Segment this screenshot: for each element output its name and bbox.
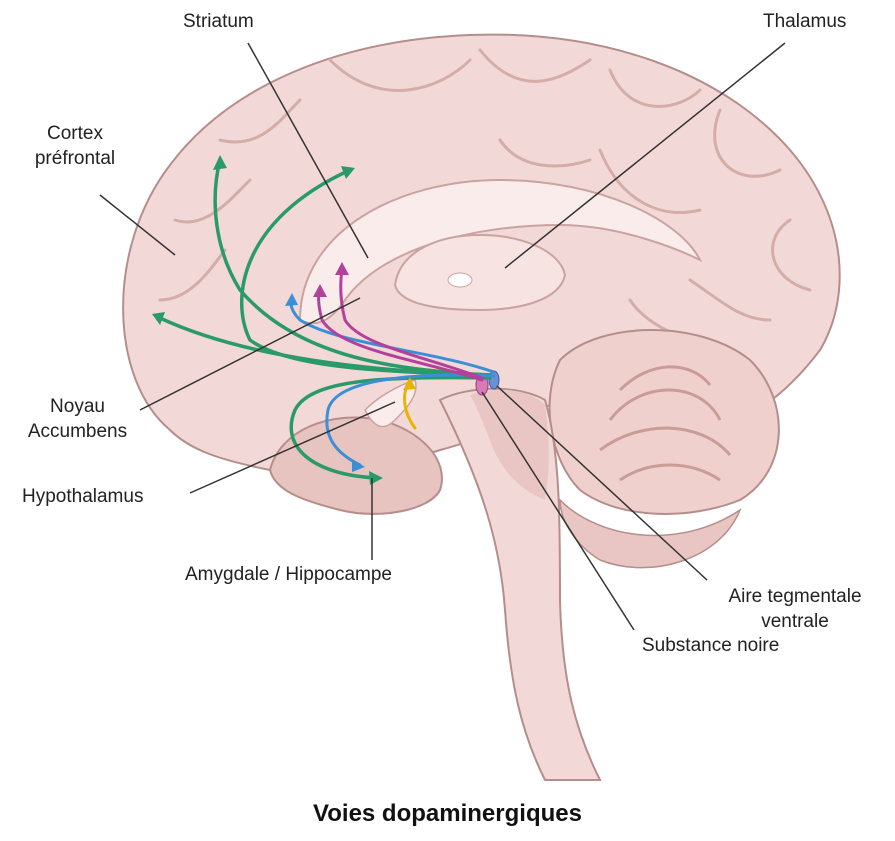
label-striatum: Striatum <box>183 10 254 35</box>
label-substance-noire: Substance noire <box>642 634 779 659</box>
label-aire-line1: Aire tegmentale <box>700 585 890 610</box>
label-amygdale-hippocampe: Amygdale / Hippocampe <box>185 563 392 588</box>
label-noyau-line2: Accumbens <box>15 420 140 445</box>
figure-caption: Voies dopaminergiques <box>0 800 895 828</box>
label-cortex-line1: Cortex <box>10 122 140 147</box>
label-aire-line2: ventrale <box>700 610 890 635</box>
label-noyau-line1: Noyau <box>15 395 140 420</box>
label-aire-tegmentale-ventrale: Aire tegmentale ventrale <box>700 585 890 634</box>
label-thalamus: Thalamus <box>763 10 846 35</box>
label-cortex-prefrontal: Cortex préfrontal <box>10 122 140 171</box>
cerebellum <box>550 330 779 514</box>
label-hypothalamus: Hypothalamus <box>22 485 143 510</box>
label-cortex-line2: préfrontal <box>10 147 140 172</box>
label-noyau-accumbens: Noyau Accumbens <box>15 395 140 444</box>
thalamus-center <box>448 273 472 287</box>
